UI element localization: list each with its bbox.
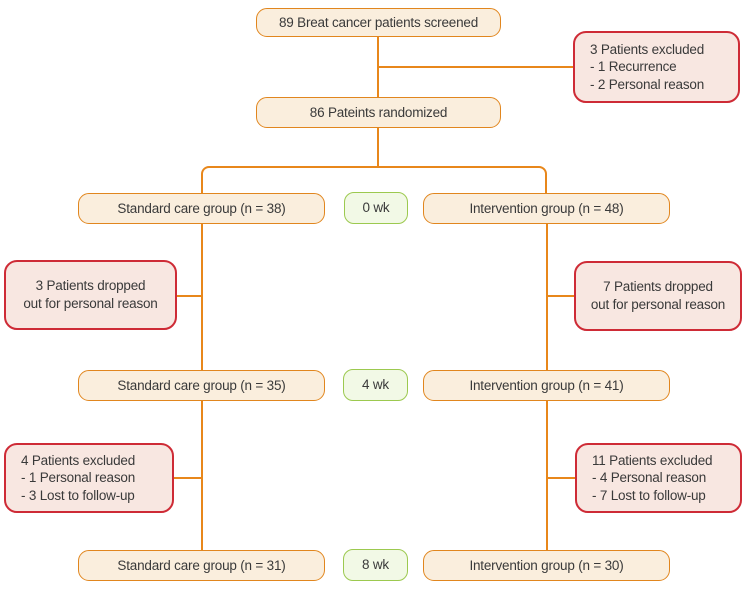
node-standard-care-wk8-label: Standard care group (n = 31)	[117, 557, 286, 573]
excluded-after-screening-line: 3 Patients excluded	[590, 41, 705, 57]
timepoint-4wk-label: 4 wk	[362, 377, 389, 393]
timepoint-0wk: 0 wk	[344, 192, 408, 224]
node-screened: 89 Breat cancer patients screened	[256, 8, 501, 37]
standard-dropout-line: 3 Patients dropped	[35, 278, 146, 294]
node-intervention-wk4: Intervention group (n = 41)	[423, 370, 670, 401]
connector-standard-wk0-wk4	[201, 224, 203, 371]
standard-dropout-line: out for personal reason	[23, 296, 158, 311]
excluded-after-screening-line: - 2 Personal reason	[590, 76, 705, 92]
node-intervention-dropout: 7 Patients dropped out for personal reas…	[574, 261, 742, 331]
node-standard-care-wk0: Standard care group (n = 38)	[78, 193, 325, 224]
intervention-excluded-line: 11 Patients excluded	[592, 452, 713, 468]
timepoint-8wk: 8 wk	[343, 549, 408, 581]
connector-standard-excluded	[173, 477, 203, 479]
node-standard-care-wk4-label: Standard care group (n = 35)	[117, 377, 286, 393]
node-intervention-wk0-label: Intervention group (n = 48)	[469, 200, 624, 216]
node-standard-care-wk0-label: Standard care group (n = 38)	[117, 200, 286, 216]
connector-standard-dropout	[176, 295, 203, 297]
connector-randomized-to-branch	[377, 128, 379, 168]
timepoint-0wk-label: 0 wk	[362, 200, 390, 216]
node-intervention-excluded: 11 Patients excluded - 4 Personal reason…	[575, 443, 742, 513]
connector-intervention-wk0-wk4	[546, 224, 548, 371]
connector-intervention-excluded	[547, 477, 576, 479]
intervention-excluded-line: - 7 Lost to follow-up	[592, 487, 706, 503]
node-screened-label: 89 Breat cancer patients screened	[278, 14, 479, 30]
intervention-excluded-line: - 4 Personal reason	[592, 470, 707, 486]
connector-intervention-dropout	[547, 295, 575, 297]
standard-excluded-line: - 3 Lost to follow-up	[21, 487, 135, 503]
node-intervention-wk4-label: Intervention group (n = 41)	[469, 377, 624, 393]
node-standard-excluded: 4 Patients excluded - 1 Personal reason …	[4, 443, 174, 513]
intervention-dropout-line: out for personal reason	[590, 297, 726, 312]
intervention-dropout-line: 7 Patients dropped	[603, 279, 713, 295]
node-randomized: 86 Pateints randomized	[256, 97, 501, 128]
timepoint-4wk: 4 wk	[343, 369, 408, 401]
timepoint-8wk-label: 8 wk	[362, 557, 389, 573]
node-intervention-wk8: Intervention group (n = 30)	[423, 550, 670, 581]
node-intervention-wk8-label: Intervention group (n = 30)	[469, 557, 624, 573]
node-excluded-after-screening: 3 Patients excluded - 1 Recurrence - 2 P…	[573, 31, 740, 103]
connector-randomization-branch	[201, 166, 547, 193]
node-standard-care-wk8: Standard care group (n = 31)	[78, 550, 325, 581]
connector-intervention-wk4-wk8	[546, 401, 548, 551]
connector-standard-wk4-wk8	[201, 401, 203, 551]
node-randomized-label: 86 Pateints randomized	[309, 104, 448, 120]
node-standard-care-wk4: Standard care group (n = 35)	[78, 370, 325, 401]
node-standard-dropout: 3 Patients dropped out for personal reas…	[4, 260, 177, 330]
node-intervention-wk0: Intervention group (n = 48)	[423, 193, 670, 224]
standard-excluded-line: 4 Patients excluded	[21, 452, 136, 468]
standard-excluded-line: - 1 Personal reason	[21, 470, 136, 486]
connector-to-excluded-top	[377, 66, 573, 68]
excluded-after-screening-line: - 1 Recurrence	[590, 59, 677, 75]
